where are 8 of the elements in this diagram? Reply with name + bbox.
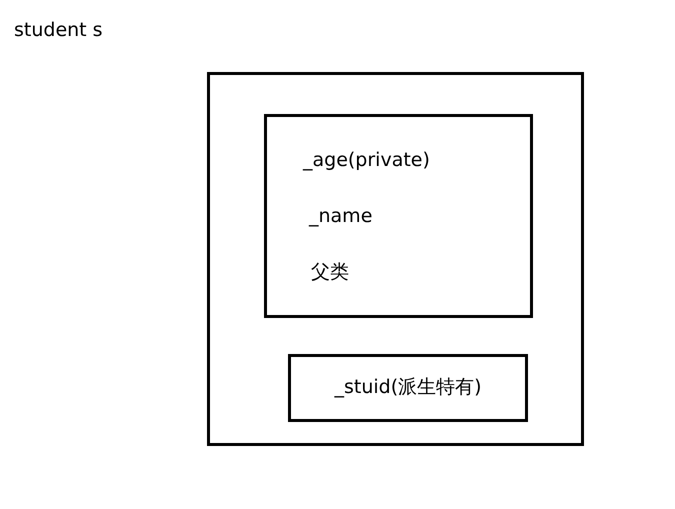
field-text: _name [309,205,372,228]
derived-field-box [288,354,528,422]
field-text: _stuid(派生特有) [333,376,483,399]
object-box [207,72,584,446]
field-text: _age(private) [303,149,430,172]
field-text: 父类 [311,261,349,284]
parent-class-box [264,114,533,318]
object-label: student s [14,19,103,42]
